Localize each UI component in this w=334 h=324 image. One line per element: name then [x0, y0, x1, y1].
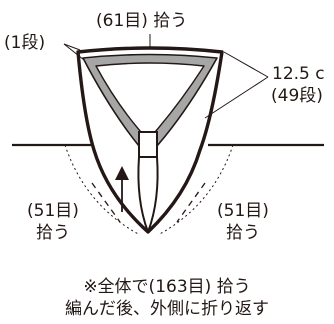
center-placket — [138, 131, 158, 158]
label-right-stitches: (51目) — [217, 201, 269, 221]
note-fold-outside: 編んだ後、外側に折り返す — [65, 299, 269, 319]
direction-arrow-head — [115, 166, 129, 180]
right-dashed-arc — [157, 144, 234, 236]
center-fold-right — [147, 156, 159, 233]
leader-top-left-1 — [63, 43, 81, 51]
note-total-pickup: ※全体で(163目) 拾う — [83, 277, 251, 297]
label-right-rows: (49段) — [271, 86, 323, 106]
center-fold-left — [137, 156, 149, 233]
leader-right-1 — [223, 51, 269, 78]
left-pickup-dashes — [91, 182, 121, 223]
label-top-center: (61目) 拾う — [96, 11, 188, 31]
label-left-pickup: 拾う — [36, 223, 70, 243]
label-right-pickup: 拾う — [226, 223, 260, 243]
label-right-width: 12.5 c — [272, 64, 325, 84]
neck-opening — [95, 62, 205, 133]
label-top-left: (1段) — [4, 33, 46, 53]
left-dashed-arc — [64, 144, 141, 236]
leader-top-left-2 — [63, 43, 85, 61]
leader-right-2 — [204, 76, 269, 119]
label-left-stitches: (51目) — [27, 201, 79, 221]
right-pickup-dashes — [176, 182, 206, 223]
